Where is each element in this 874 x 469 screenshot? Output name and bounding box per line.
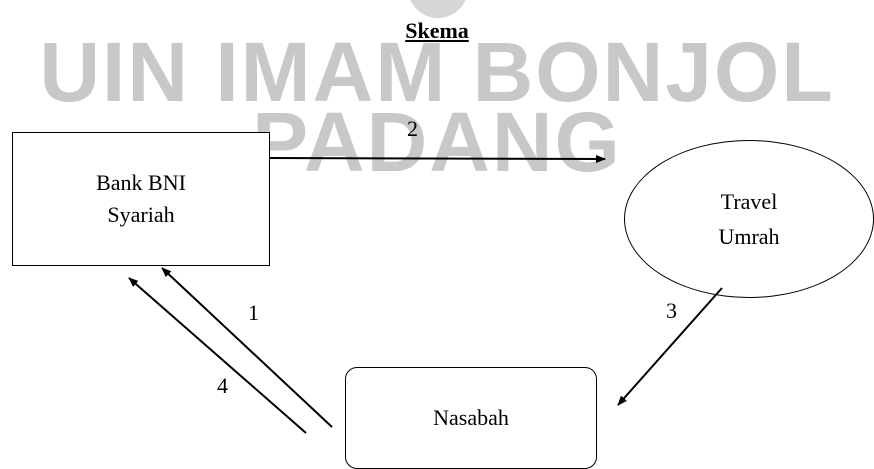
node-bank-bni-syariah: Bank BNI Syariah [12,132,270,266]
diagram-title: Skema [405,18,469,43]
node-travel-line-1: Travel [720,188,778,214]
edge-label-3: 3 [666,298,677,323]
watermark-line-2: PADANG [252,95,622,189]
edge-arrow-2 [268,154,606,163]
node-nasabah-label: Nasabah [433,405,509,431]
node-travel-line-2: Umrah [718,224,780,249]
edge-arrow-1 [161,267,333,428]
node-bank-line-1: Bank BNI [96,170,186,196]
node-bank-line-2: Syariah [107,202,175,227]
edge-arrow-3 [617,287,723,406]
edge-label-2: 2 [407,116,418,141]
edge-arrow-4 [128,277,307,434]
edge-layer [128,154,723,434]
edge-label-1: 1 [248,300,259,325]
watermark-logo [408,0,468,18]
watermark-line-1: UIN IMAM BONJOL [39,25,835,119]
edge-label-4: 4 [217,373,228,398]
node-nasabah: Nasabah [345,367,597,469]
